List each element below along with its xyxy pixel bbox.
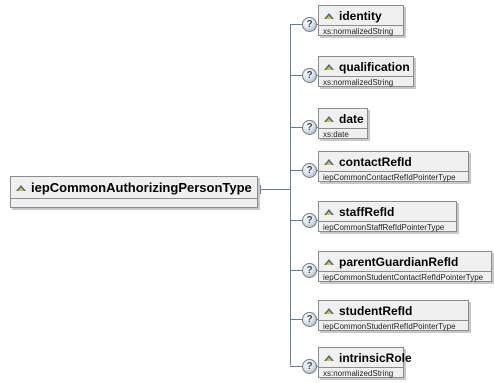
child-element-box[interactable]: studentRefId iepCommonStudentRefIdPointe… bbox=[318, 300, 469, 331]
child-element-header: date bbox=[319, 109, 367, 129]
root-element-header: iepCommonAuthorizingPersonType bbox=[11, 177, 257, 199]
child-element-type: iepCommonStudentRefIdPointerType bbox=[323, 322, 456, 331]
child-element-box[interactable]: identity xs:normalizedString bbox=[318, 5, 404, 36]
root-element-box[interactable]: iepCommonAuthorizingPersonType bbox=[10, 176, 258, 208]
element-icon bbox=[324, 12, 334, 19]
child-element-header: contactRefId bbox=[319, 152, 468, 172]
child-element-type: xs:normalizedString bbox=[323, 27, 394, 36]
element-icon bbox=[324, 258, 334, 265]
child-element-name: studentRefId bbox=[339, 303, 413, 318]
element-icon bbox=[324, 354, 334, 361]
child-element-header: parentGuardianRefId bbox=[319, 252, 491, 272]
child-element-header: identity bbox=[319, 6, 403, 26]
question-mark-icon: ? bbox=[302, 163, 317, 178]
question-mark-icon: ? bbox=[302, 263, 317, 278]
child-element-type: iepCommonContactRefIdPointerType bbox=[323, 173, 456, 182]
child-element-header: staffRefId bbox=[319, 202, 456, 222]
child-element-box[interactable]: parentGuardianRefId iepCommonStudentCont… bbox=[318, 251, 492, 282]
question-mark-icon: ? bbox=[302, 312, 317, 327]
child-element-type: iepCommonStaffRefIdPointerType bbox=[323, 223, 445, 232]
root-connector bbox=[258, 189, 290, 190]
element-icon bbox=[324, 307, 334, 314]
question-mark-icon: ? bbox=[302, 68, 317, 83]
child-element-box[interactable]: intrinsicRole xs:normalizedString bbox=[318, 347, 412, 378]
children-spine bbox=[290, 24, 291, 365]
element-icon bbox=[324, 158, 334, 165]
child-element-type: xs:normalizedString bbox=[323, 78, 394, 87]
child-element-name: parentGuardianRefId bbox=[339, 254, 459, 269]
element-icon bbox=[324, 63, 334, 70]
element-icon bbox=[16, 184, 26, 191]
child-element-box[interactable]: staffRefId iepCommonStaffRefIdPointerTyp… bbox=[318, 201, 457, 232]
child-element-box[interactable]: date xs:date bbox=[318, 108, 368, 139]
child-element-name: contactRefId bbox=[339, 154, 412, 169]
question-mark-icon: ? bbox=[302, 359, 317, 374]
child-element-type: iepCommonStudentContactRefIdPointerType bbox=[323, 273, 484, 282]
question-mark-icon: ? bbox=[302, 213, 317, 228]
child-element-name: qualification bbox=[339, 59, 410, 74]
child-element-name: intrinsicRole bbox=[339, 350, 412, 365]
question-mark-icon: ? bbox=[302, 17, 317, 32]
child-element-name: date bbox=[339, 111, 364, 126]
child-element-type: xs:date bbox=[323, 130, 349, 139]
question-mark-icon: ? bbox=[302, 120, 317, 135]
element-icon bbox=[324, 208, 334, 215]
child-element-name: staffRefId bbox=[339, 204, 395, 219]
child-element-type: xs:normalizedString bbox=[323, 369, 394, 378]
child-element-box[interactable]: contactRefId iepCommonContactRefIdPointe… bbox=[318, 151, 469, 182]
child-element-header: qualification bbox=[319, 57, 413, 77]
element-icon bbox=[324, 115, 334, 122]
child-element-header: intrinsicRole bbox=[319, 348, 412, 368]
child-element-name: identity bbox=[339, 8, 382, 23]
child-element-box[interactable]: qualification xs:normalizedString bbox=[318, 56, 414, 87]
root-element-name: iepCommonAuthorizingPersonType bbox=[31, 180, 252, 195]
child-element-header: studentRefId bbox=[319, 301, 468, 321]
